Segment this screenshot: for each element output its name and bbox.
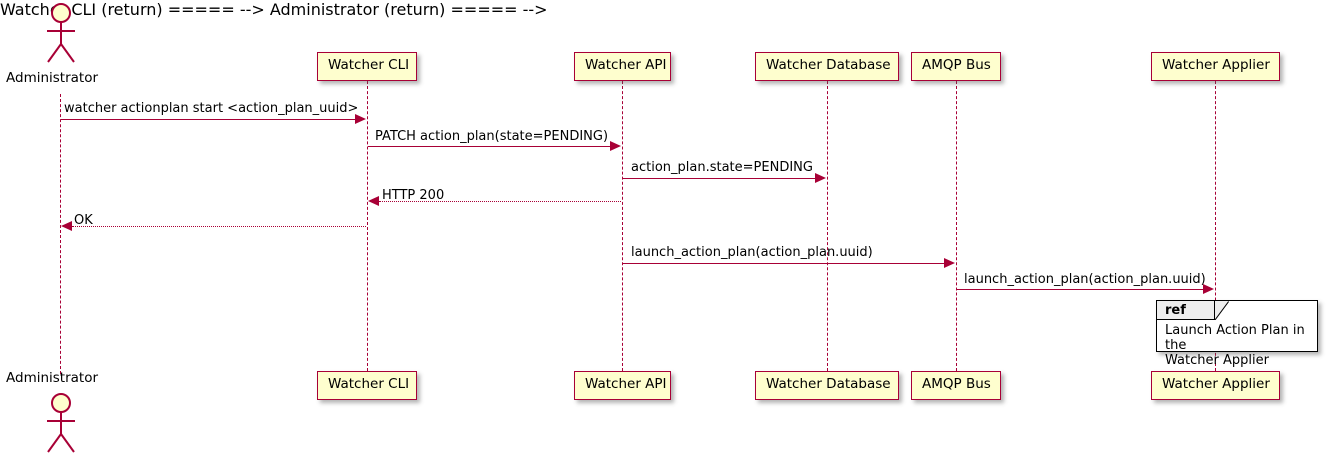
message-label-1: watcher actionplan start <action_plan_uu… xyxy=(64,101,359,116)
participant-box-watcher-cli-bottom[interactable]: Watcher CLI xyxy=(317,371,417,400)
participant-box-watcher-api-bottom[interactable]: Watcher API xyxy=(574,371,671,400)
actor-administrator-bottom xyxy=(40,392,82,456)
message-label-2: PATCH action_plan(state=PENDING) xyxy=(375,129,609,144)
participant-label-administrator-bottom: Administrator xyxy=(6,370,99,386)
participant-label-watcher-cli-top: Watcher CLI xyxy=(328,57,410,73)
ref-fragment-launch-action-plan[interactable]: ref Launch Action Plan in the Watcher Ap… xyxy=(1156,300,1318,368)
message-line-1 xyxy=(61,119,356,120)
ref-tab-corner-icon xyxy=(1215,301,1229,320)
participant-box-amqp-bus-top[interactable]: AMQP Bus xyxy=(911,52,1001,81)
ref-fragment-body: Launch Action Plan in the Watcher Applie… xyxy=(1165,323,1315,368)
message-label-3: action_plan.state=PENDING xyxy=(631,160,813,175)
participant-label-watcher-cli-bottom: Watcher CLI xyxy=(328,376,410,392)
message-arrowhead-2 xyxy=(610,141,621,151)
message-label-6: launch_action_plan(action_plan.uuid) xyxy=(631,245,873,260)
message-line-5 xyxy=(72,226,366,227)
participant-box-watcher-api-top[interactable]: Watcher API xyxy=(574,52,671,81)
message-line-4 xyxy=(379,201,621,202)
message-arrowhead-7 xyxy=(1203,284,1214,294)
ref-fragment-tab xyxy=(1157,301,1215,320)
participant-box-amqp-bus-bottom[interactable]: AMQP Bus xyxy=(911,371,1001,400)
message-line-6 xyxy=(623,263,945,264)
participant-box-watcher-applier-top[interactable]: Watcher Applier xyxy=(1151,52,1280,81)
lifeline-watcher-cli xyxy=(367,81,368,371)
ref-fragment-body-line-1: Launch Action Plan in the xyxy=(1165,323,1305,353)
lifeline-watcher-api xyxy=(622,81,623,371)
participant-label-watcher-database-bottom: Watcher Database xyxy=(766,376,891,392)
participant-box-watcher-database-top[interactable]: Watcher Database xyxy=(755,52,899,81)
participant-label-watcher-applier-top: Watcher Applier xyxy=(1162,57,1270,73)
message-arrowhead-5 xyxy=(61,221,72,231)
participant-label-watcher-applier-bottom: Watcher Applier xyxy=(1162,376,1270,392)
participant-label-amqp-bus-bottom: AMQP Bus xyxy=(922,376,991,392)
participant-label-watcher-database-top: Watcher Database xyxy=(766,57,891,73)
participant-label-amqp-bus-top: AMQP Bus xyxy=(922,57,991,73)
actor-administrator-top xyxy=(40,2,82,68)
message-line-7 xyxy=(957,289,1204,290)
message-arrowhead-1 xyxy=(355,114,366,124)
message-arrowhead-6 xyxy=(944,258,955,268)
message-label-4: HTTP 200 xyxy=(382,188,445,203)
lifeline-watcher-applier xyxy=(1215,81,1216,371)
participant-label-watcher-api-bottom: Watcher API xyxy=(585,376,667,392)
actor-stick-figure-icon xyxy=(47,393,75,453)
participant-box-watcher-applier-bottom[interactable]: Watcher Applier xyxy=(1151,371,1280,400)
message-arrowhead-3 xyxy=(815,173,826,183)
message-line-2 xyxy=(368,146,611,147)
message-line-3 xyxy=(623,178,816,179)
actor-stick-figure-icon xyxy=(47,3,75,63)
message-label-7: launch_action_plan(action_plan.uuid) xyxy=(964,272,1206,287)
ref-fragment-tab-label: ref xyxy=(1165,303,1186,318)
message-label-5: OK xyxy=(74,213,93,228)
message-arrowhead-4 xyxy=(368,196,379,206)
participant-label-administrator-top: Administrator xyxy=(6,70,99,86)
participant-box-watcher-cli-top[interactable]: Watcher CLI xyxy=(317,52,417,81)
participant-box-watcher-database-bottom[interactable]: Watcher Database xyxy=(755,371,899,400)
ref-fragment-body-line-2: Watcher Applier xyxy=(1165,353,1269,368)
participant-label-watcher-api-top: Watcher API xyxy=(585,57,667,73)
lifeline-administrator xyxy=(60,94,61,374)
lifeline-watcher-database xyxy=(827,81,828,371)
lifeline-amqp-bus xyxy=(956,81,957,371)
